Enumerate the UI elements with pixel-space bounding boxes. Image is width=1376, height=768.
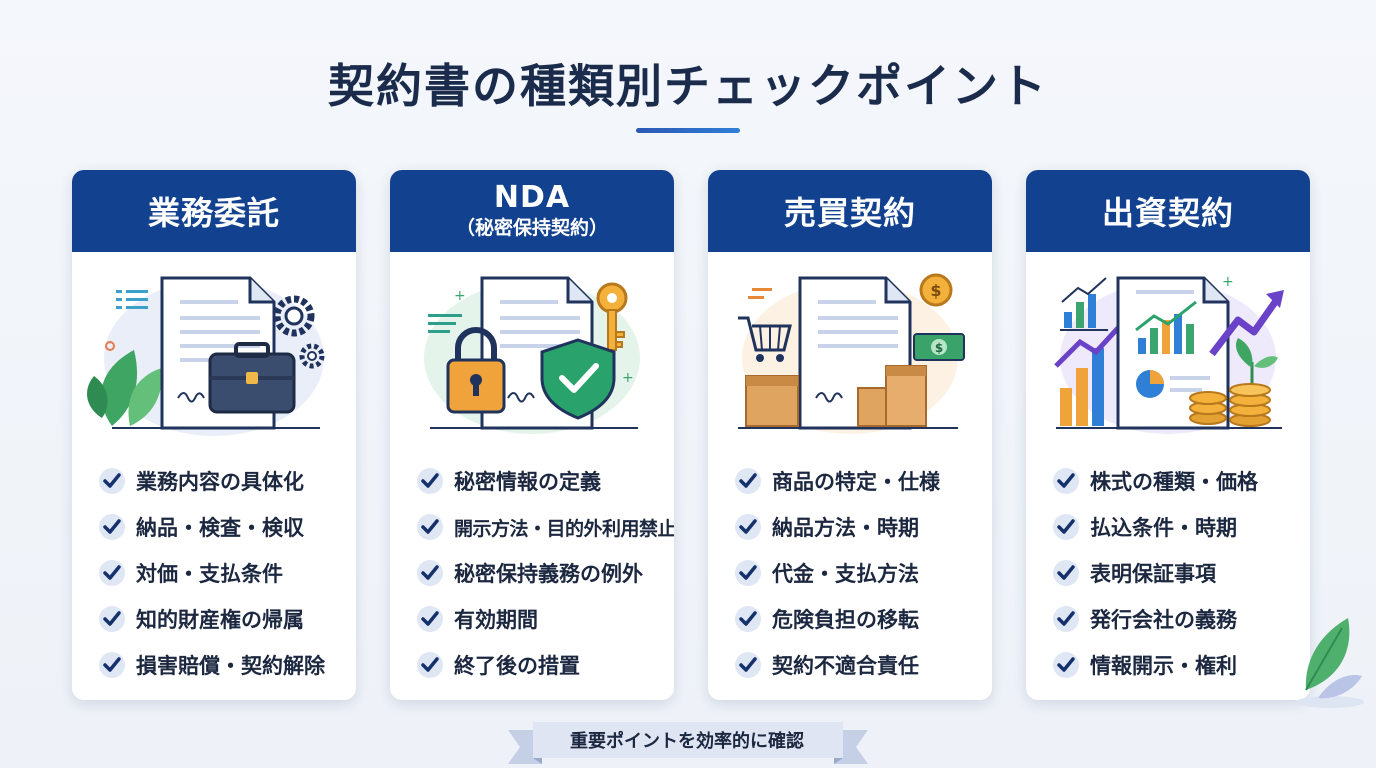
check-icon [99,652,125,678]
item-label: 損害賠償・契約解除 [136,654,325,678]
item-label: 代金・支払方法 [772,562,919,586]
card-investment-contract: 出資契約 + [1026,170,1310,700]
card-subtitle: （秘密保持契約） [455,217,608,239]
leaf-decoration-icon [1296,618,1364,708]
card-title: NDA [493,180,571,215]
document-growth-chart-coins-icon: + [1054,274,1284,434]
svg-text:+: + [454,288,466,304]
check-icon [1053,652,1079,678]
check-icon [99,468,125,494]
item-label: 業務内容の具体化 [136,470,304,494]
card-title: 売買契約 [783,194,916,232]
check-icon [417,652,443,678]
ribbon-banner [508,722,868,764]
card-title: 業務委託 [147,194,280,232]
check-icon [1053,468,1079,494]
item-label: 納品方法・時期 [772,516,919,540]
item-label: 商品の特定・仕様 [772,470,940,494]
item-label: 危険負担の移転 [772,608,919,632]
title-underline [636,128,740,133]
card-title: 出資契約 [1101,194,1234,232]
card-outsourcing: 業務委託 業務内容の具体化 [72,170,356,700]
item-label: 納品・検査・検収 [136,516,304,540]
item-label: 対価・支払条件 [136,562,283,586]
list-item: 納品・検査・検収 [98,504,348,550]
item-label: 株式の種類・価格 [1090,470,1258,494]
card-header: 出資契約 [1026,170,1310,252]
list-item: 表明保証事項 [1052,550,1302,596]
checklist: 株式の種類・価格 払込条件・時期 表明保証事項 発行会社の義務 情報開示・権利 [1052,458,1302,688]
card-nda: NDA （秘密保持契約） + + 秘密情報の定 [390,170,674,700]
list-item: 代金・支払方法 [734,550,984,596]
checklist: 業務内容の具体化 納品・検査・検収 対価・支払条件 知的財産権の帰属 損害賠償・… [98,458,348,688]
check-icon [99,560,125,586]
list-item: 危険負担の移転 [734,596,984,642]
check-icon [99,606,125,632]
check-icon [417,606,443,632]
check-icon [1053,560,1079,586]
check-icon [735,606,761,632]
check-icon [735,652,761,678]
item-label: 払込条件・時期 [1090,516,1237,540]
list-item: 知的財産権の帰属 [98,596,348,642]
list-item: 終了後の措置 [416,642,666,688]
svg-text:+: + [622,370,634,386]
document-briefcase-gears-icon [87,276,325,436]
list-item: 損害賠償・契約解除 [98,642,348,688]
list-item: 納品方法・時期 [734,504,984,550]
list-item: 業務内容の具体化 [98,458,348,504]
list-item: 発行会社の義務 [1052,596,1302,642]
list-item: 払込条件・時期 [1052,504,1302,550]
item-label: 秘密情報の定義 [454,470,601,494]
checklist: 秘密情報の定義 開示方法・目的外利用禁止 秘密保持義務の例外 有効期間 終了後の… [416,458,674,688]
banner-label: 重要ポイントを効率的に確認 [570,731,804,752]
check-icon [417,560,443,586]
item-label: 終了後の措置 [454,654,580,678]
card-sales-contract: 売買契約 + $ $ [708,170,992,700]
check-icon [1053,514,1079,540]
card-header: NDA （秘密保持契約） [390,170,674,252]
document-lock-key-shield-icon: + + [424,276,640,434]
list-item: 対価・支払条件 [98,550,348,596]
list-item: 商品の特定・仕様 [734,458,984,504]
item-label: 秘密保持義務の例外 [454,562,643,586]
list-item: 秘密情報の定義 [416,458,666,504]
card-header: 業務委託 [72,170,356,252]
check-icon [99,514,125,540]
check-icon [735,468,761,494]
list-item: 開示方法・目的外利用禁止 [416,504,674,550]
card-header: 売買契約 [708,170,992,252]
item-label: 情報開示・権利 [1090,654,1237,678]
check-icon [735,514,761,540]
item-label: 開示方法・目的外利用禁止 [454,517,674,540]
check-icon [1053,606,1079,632]
page-title: 契約書の種類別チェックポイント [328,59,1048,113]
svg-text:+: + [1222,274,1234,290]
item-label: 発行会社の義務 [1090,608,1237,632]
list-item: 有効期間 [416,596,666,642]
item-label: 契約不適合責任 [772,654,919,678]
document-cart-boxes-money-icon: + $ $ [738,273,965,434]
list-item: 秘密保持義務の例外 [416,550,666,596]
list-item: 情報開示・権利 [1052,642,1302,688]
list-item: 契約不適合責任 [734,642,984,688]
check-icon [417,468,443,494]
checklist: 商品の特定・仕様 納品方法・時期 代金・支払方法 危険負担の移転 契約不適合責任 [734,458,984,688]
svg-text:$: $ [935,341,943,355]
check-icon [735,560,761,586]
item-label: 知的財産権の帰属 [136,608,304,632]
list-item: 株式の種類・価格 [1052,458,1302,504]
item-label: 有効期間 [454,608,538,632]
item-label: 表明保証事項 [1090,562,1216,586]
svg-text:$: $ [930,281,941,300]
check-icon [417,514,443,540]
